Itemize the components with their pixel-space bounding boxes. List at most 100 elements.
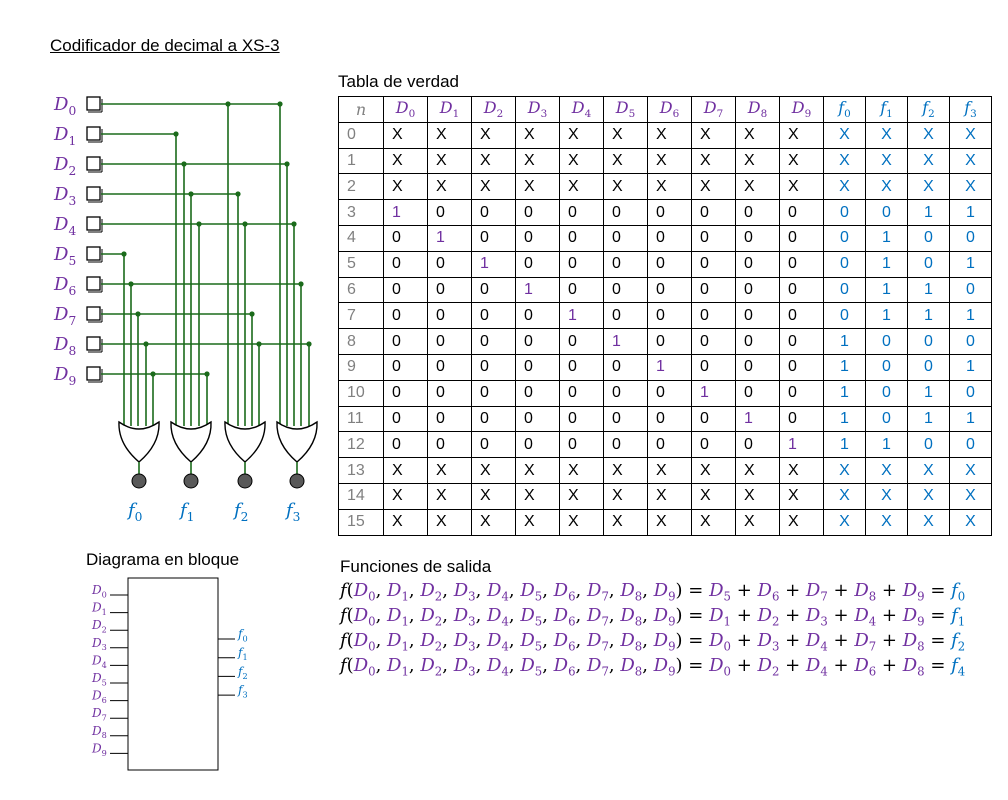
input-cell: X <box>471 147 516 175</box>
output-label-f0: f0 <box>126 500 142 524</box>
output-cell: 1 <box>823 379 866 407</box>
input-cell: 0 <box>559 328 604 355</box>
input-switch-icon[interactable] <box>86 96 101 111</box>
input-cell: X <box>779 482 824 510</box>
input-cell: 0 <box>735 431 780 459</box>
output-cell: 0 <box>949 276 992 304</box>
input-switch-icon[interactable] <box>86 336 101 351</box>
input-cell: X <box>603 457 648 484</box>
input-cell: 1 <box>471 250 516 278</box>
input-cell: X <box>515 457 560 484</box>
header-input-d8: D8 <box>735 96 780 123</box>
input-switch-icon[interactable] <box>86 276 101 291</box>
input-cell: 0 <box>427 276 472 304</box>
input-cell: X <box>647 508 692 536</box>
output-cell: 0 <box>865 328 908 355</box>
header-output-f3: f3 <box>949 96 992 123</box>
input-cell: 0 <box>559 224 604 252</box>
input-switch-icon[interactable] <box>86 186 101 201</box>
block-input-label-d8: D8 <box>91 724 107 740</box>
input-cell: X <box>383 121 428 149</box>
header-input-d1: D1 <box>427 96 472 123</box>
wire-junction <box>196 221 202 227</box>
block-input-label-d2: D2 <box>91 618 107 634</box>
output-cell: 0 <box>907 250 950 278</box>
input-cell: 0 <box>471 379 516 407</box>
input-cell: X <box>647 482 692 510</box>
input-cell: X <box>559 508 604 536</box>
input-cell: 0 <box>647 379 692 407</box>
row-index: 4 <box>338 224 384 252</box>
input-cell: X <box>735 482 780 510</box>
input-label-d5: D5 <box>53 244 76 268</box>
output-cell: 0 <box>823 302 866 330</box>
input-cell: X <box>779 147 824 175</box>
input-cell: 0 <box>691 431 736 459</box>
input-cell: 0 <box>427 302 472 330</box>
input-cell: 0 <box>735 250 780 278</box>
output-label-f2: f2 <box>232 500 248 524</box>
wire-junction <box>128 281 134 287</box>
input-cell: 0 <box>471 353 516 381</box>
block-output-label-f3: f3 <box>237 683 248 699</box>
row-index: 5 <box>338 250 384 278</box>
input-cell: X <box>735 508 780 536</box>
input-cell: 1 <box>779 431 824 459</box>
output-cell: X <box>907 121 950 149</box>
input-cell: X <box>559 482 604 510</box>
input-switch-icon[interactable] <box>86 156 101 171</box>
or-gate-icon <box>276 420 318 463</box>
input-cell: 0 <box>471 328 516 355</box>
input-cell: 0 <box>691 224 736 252</box>
input-cell: X <box>515 173 560 201</box>
input-cell: 0 <box>559 199 604 226</box>
input-cell: 0 <box>383 431 428 459</box>
input-label-d1: D1 <box>53 124 76 148</box>
input-cell: 0 <box>603 405 648 433</box>
output-cell: X <box>907 173 950 201</box>
input-switch-icon[interactable] <box>86 216 101 231</box>
block-diagram-caption: Diagrama en bloque <box>86 550 240 569</box>
input-cell: 0 <box>647 224 692 252</box>
output-cell: 0 <box>823 224 866 252</box>
functions-caption: Funciones de salida <box>340 557 492 576</box>
output-cell: 0 <box>949 431 992 459</box>
wire-junction <box>242 221 248 227</box>
input-cell: X <box>559 457 604 484</box>
block-input-label-d4: D4 <box>91 653 107 669</box>
output-cell: 1 <box>949 199 992 226</box>
input-cell: 0 <box>779 276 824 304</box>
input-switch-icon[interactable] <box>86 306 101 321</box>
input-cell: X <box>559 147 604 175</box>
input-cell: 0 <box>647 405 692 433</box>
block-input-label-d1: D1 <box>91 601 107 617</box>
input-cell: 0 <box>779 405 824 433</box>
row-index: 14 <box>338 482 384 510</box>
wire-junction <box>298 281 304 287</box>
input-cell: 0 <box>427 199 472 226</box>
input-cell: 0 <box>735 353 780 381</box>
input-cell: 0 <box>603 199 648 226</box>
input-cell: 0 <box>691 405 736 433</box>
input-cell: X <box>603 508 648 536</box>
input-switch-icon[interactable] <box>86 246 101 261</box>
output-cell: 1 <box>823 353 866 381</box>
input-cell: X <box>515 121 560 149</box>
input-switch-icon[interactable] <box>86 126 101 141</box>
input-cell: 0 <box>691 199 736 226</box>
input-cell: 0 <box>735 302 780 330</box>
input-switch-icon[interactable] <box>86 366 101 381</box>
input-cell: 0 <box>471 199 516 226</box>
header-output-f0: f0 <box>823 96 866 123</box>
input-cell: 0 <box>427 250 472 278</box>
input-cell: 0 <box>779 328 824 355</box>
input-cell: 0 <box>647 250 692 278</box>
header-output-f2: f2 <box>907 96 950 123</box>
input-cell: X <box>647 147 692 175</box>
input-cell: 0 <box>647 302 692 330</box>
input-cell: 1 <box>559 302 604 330</box>
